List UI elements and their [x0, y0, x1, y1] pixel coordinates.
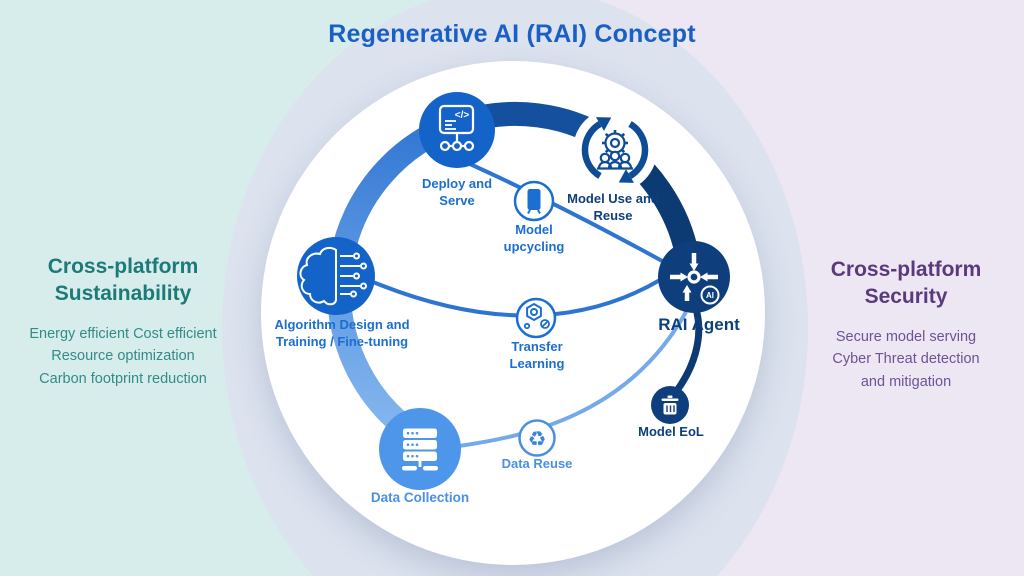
server-stack-icon [402, 428, 438, 471]
algorithm-design-label: Algorithm Design and Training / Fine-tun… [274, 317, 410, 349]
code-deploy-icon: </> [438, 104, 475, 152]
data-collection-label: Data Collection [370, 490, 470, 505]
deploy-serve-label: Deploy and Serve [421, 176, 493, 208]
model-block-icon [527, 189, 541, 214]
security-heading: Cross-platform Security [830, 258, 982, 309]
model-use-reuse-label: Model Use and Reuse [567, 191, 659, 223]
svg-text:AI: AI [706, 291, 714, 300]
data-reuse-label: Data Reuse [501, 456, 573, 471]
security-line: and mitigation [860, 373, 952, 390]
security-line: Secure model serving [835, 328, 977, 345]
sustainability-body: Energy efficient Cost efficient Resource… [8, 323, 238, 390]
rai-agent-circle [658, 241, 730, 313]
node-rai-agent: AI [658, 241, 730, 313]
nut-bolt-icon [523, 302, 550, 330]
sustainability-heading: Cross-platform Sustainability [47, 255, 199, 306]
node-model-use-reuse [573, 108, 657, 192]
security-panel: Cross-platform Security Secure model ser… [793, 256, 1019, 393]
connector-algorithm-to-rai [372, 278, 662, 318]
rai-agent-label: RAI Agent [658, 315, 740, 334]
connector-rai-to-eol [674, 309, 703, 393]
recycle-icon: ♻ [528, 427, 547, 451]
security-line: Cyber Threat detection [832, 351, 980, 368]
node-transfer-learning [515, 297, 557, 339]
node-data-collection [379, 408, 461, 490]
transfer-learning-label: Transfer Learning [509, 339, 565, 371]
model-upcycling-label: Model upcycling [503, 222, 565, 254]
converging-arrows-ai-icon: AI [670, 253, 720, 305]
brain-circuit-icon [299, 246, 367, 306]
security-body: Secure model serving Cyber Threat detect… [793, 326, 1019, 393]
sustainability-panel: Cross-platform Sustainability Energy eff… [8, 253, 238, 390]
sustainability-line: Energy efficient Cost efficient [29, 325, 217, 342]
model-eol-label: Model EoL [638, 424, 704, 439]
connector-datacollection-to-rai [458, 311, 688, 448]
data-reuse-circle [518, 419, 556, 457]
node-model-eol [651, 386, 689, 424]
connector-deploy-to-rai [469, 162, 665, 264]
gear-people-cycle-icon [581, 117, 649, 183]
node-deploy-serve: </> [419, 92, 495, 168]
node-model-upcycling [513, 180, 555, 222]
trash-icon [661, 395, 679, 415]
page-title: Regenerative AI (RAI) Concept [328, 20, 696, 48]
svg-text:</>: </> [455, 110, 470, 121]
deploy-circle [419, 92, 495, 168]
sustainability-line: Carbon footprint reduction [39, 370, 207, 387]
node-algorithm-design [297, 237, 375, 315]
sustainability-line: Resource optimization [51, 348, 195, 365]
node-data-reuse: ♻ [518, 419, 556, 457]
